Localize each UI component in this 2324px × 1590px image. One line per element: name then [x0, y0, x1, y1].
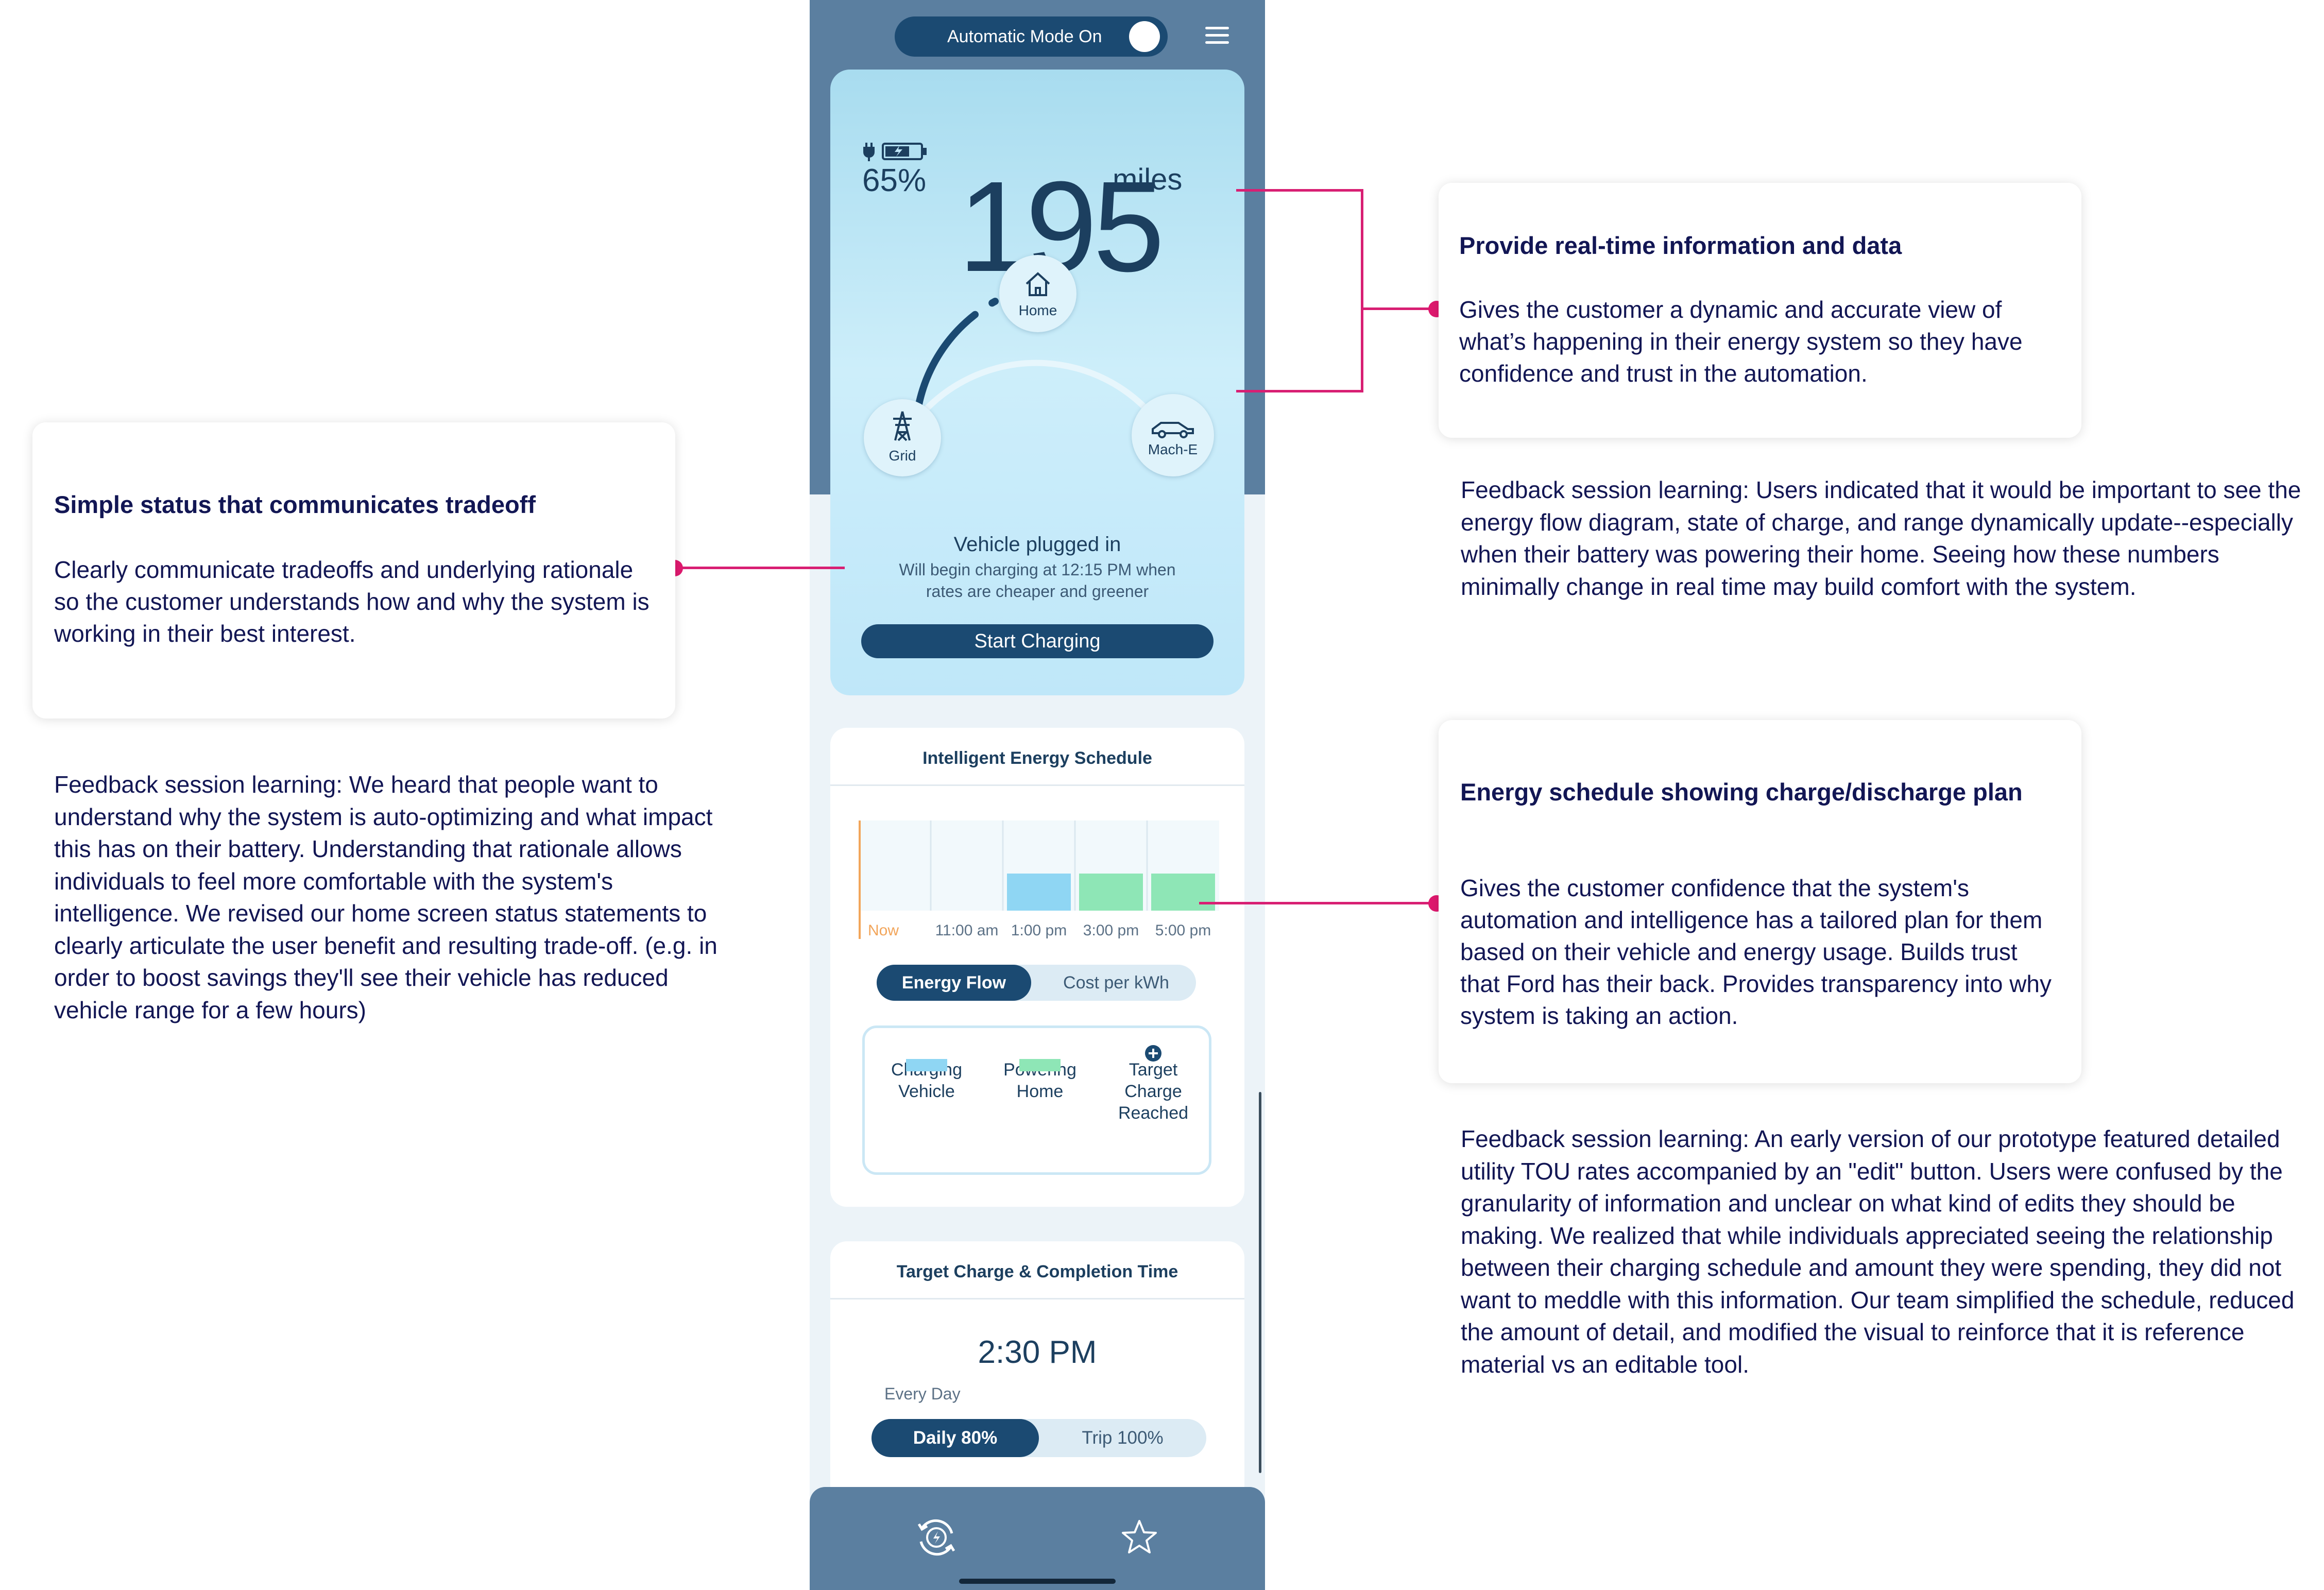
home-node[interactable]: Home: [999, 255, 1076, 332]
tradeoff-annotation-title: Simple status that communicates tradeoff: [54, 491, 536, 518]
vehicle-node[interactable]: Mach-E: [1132, 394, 1214, 476]
chart-bar: [1151, 874, 1215, 911]
vehicle-node-label: Mach-E: [1148, 441, 1198, 457]
tradeoff-annotation-body: Clearly communicate tradeoffs and underl…: [54, 556, 650, 647]
target-title: Target Charge & Completion Time: [896, 1262, 1178, 1281]
start-charging-button[interactable]: Start Charging: [861, 624, 1214, 658]
divider: [830, 784, 1244, 786]
legend-label: Vehicle: [898, 1082, 955, 1101]
automatic-mode-toggle[interactable]: Automatic Mode On: [895, 16, 1168, 57]
legend-label: Target: [1129, 1060, 1178, 1080]
realtime-annotation-card: Provide real-time information and data G…: [1439, 183, 2081, 438]
range-unit: miles: [1113, 163, 1183, 196]
legend-label: Charge: [1124, 1082, 1182, 1101]
connector-line: [675, 567, 845, 569]
energy-cycle-icon[interactable]: [912, 1513, 961, 1562]
chart-tick-label: 1:00 pm: [1011, 922, 1067, 939]
status-description-line-1: Will begin charging at 12:15 PM when: [899, 560, 1176, 579]
target-tabs: Daily 80% Trip 100%: [872, 1419, 1206, 1457]
schedule-legend: Charging Vehicle Powering Home Target Ch…: [862, 1025, 1211, 1175]
target-reached-icon: [1145, 1045, 1161, 1062]
schedule-feedback-note: Feedback session learning: An early vers…: [1461, 1125, 2295, 1378]
chart-bar: [1079, 874, 1143, 911]
tradeoff-annotation-card: Simple status that communicates tradeoff…: [32, 422, 675, 719]
grid-node[interactable]: Grid: [864, 399, 941, 476]
home-node-label: Home: [1018, 302, 1057, 318]
legend-swatch: [906, 1059, 947, 1071]
legend-charging-vehicle: Charging Vehicle: [875, 1059, 978, 1102]
schedule-chart: Now 11:00 am 1:00 pm 3:00 pm 5:00 pm: [859, 820, 1219, 939]
connector-line: [1236, 189, 1363, 192]
tab-energy-flow[interactable]: Energy Flow: [877, 965, 1031, 1001]
tab-cost-per-kwh[interactable]: Cost per kWh: [1063, 973, 1169, 993]
car-icon: [1152, 422, 1194, 438]
toggle-knob[interactable]: [1129, 21, 1160, 52]
status-description: Will begin charging at 12:15 PM when rat…: [830, 559, 1244, 602]
connector-line: [1236, 390, 1363, 392]
legend-label: Home: [1016, 1082, 1064, 1101]
automatic-mode-label: Automatic Mode On: [947, 27, 1102, 46]
realtime-annotation-title: Provide real-time information and data: [1459, 232, 1902, 259]
status-title: Vehicle plugged in: [953, 533, 1121, 556]
bottom-navigation: [810, 1487, 1265, 1590]
legend-target-charge: Target Charge Reached: [1102, 1045, 1205, 1124]
status-card: 65% 195 miles Home Grid Mach-E: [830, 70, 1244, 695]
connector-line: [1361, 189, 1363, 392]
hamburger-menu-icon[interactable]: [1205, 27, 1229, 44]
star-icon[interactable]: [1120, 1518, 1159, 1556]
chart-bar: [1007, 874, 1071, 911]
legend-powering-home: Powering Home: [988, 1059, 1091, 1102]
status-description-line-2: rates are cheaper and greener: [926, 582, 1149, 601]
schedule-title: Intelligent Energy Schedule: [922, 748, 1152, 768]
completion-time[interactable]: 2:30 PM: [978, 1335, 1097, 1370]
legend-swatch: [1019, 1059, 1061, 1071]
tab-trip[interactable]: Trip 100%: [1082, 1428, 1164, 1448]
connector-line: [1199, 902, 1436, 904]
realtime-feedback-note: Feedback session learning: Users indicat…: [1461, 476, 2301, 600]
chart-tick-label: 11:00 am: [935, 922, 999, 939]
scrollbar[interactable]: [1259, 1092, 1261, 1473]
schedule-annotation-title: Energy schedule showing charge/discharge…: [1460, 778, 2023, 806]
state-of-charge: 65%: [862, 163, 927, 198]
phone-screen: Automatic Mode On 65% 195 miles Home: [810, 0, 1265, 1590]
realtime-annotation-body: Gives the customer a dynamic and accurat…: [1459, 296, 2023, 387]
plug-battery-icon: [863, 143, 927, 161]
schedule-annotation-body: Gives the customer confidence that the s…: [1460, 875, 2052, 1029]
home-icon: [1026, 272, 1050, 296]
chart-tick-label: 5:00 pm: [1155, 922, 1211, 939]
grid-node-label: Grid: [888, 448, 916, 464]
repeat-label: Every Day: [884, 1384, 961, 1403]
home-indicator: [959, 1579, 1116, 1584]
connector-line: [1362, 307, 1437, 310]
energy-flow-arc: [899, 298, 1173, 443]
chart-tick-label: Now: [868, 922, 899, 939]
schedule-tabs: Energy Flow Cost per kWh: [877, 965, 1196, 1001]
energy-schedule-card: Intelligent Energy Schedule Now 11:00 am 1…: [830, 728, 1244, 1207]
tradeoff-feedback-note: Feedback session learning: We heard that…: [54, 771, 717, 1023]
legend-label: Reached: [1118, 1103, 1189, 1123]
chart-tick-label: 3:00 pm: [1083, 922, 1139, 939]
tab-daily[interactable]: Daily 80%: [872, 1419, 1039, 1457]
divider: [830, 1298, 1244, 1300]
power-tower-icon: [893, 411, 912, 441]
schedule-annotation-card: Energy schedule showing charge/discharge…: [1439, 720, 2081, 1083]
